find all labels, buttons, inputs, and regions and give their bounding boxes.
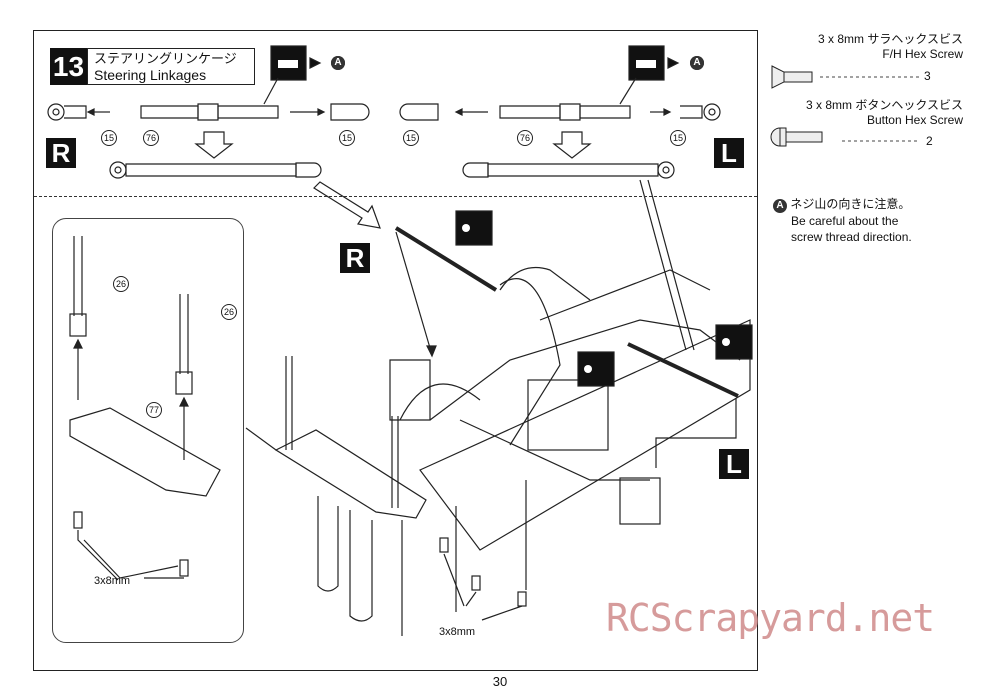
section-divider <box>34 196 757 197</box>
part-1-label-jp: 3 x 8mm サラヘックスビス <box>818 32 963 46</box>
inset-screw-label: 3x8mm <box>94 575 131 587</box>
callout-ball-end-r2: 15 <box>339 130 355 146</box>
thread-direction-note: A ネジ山の向きに注意。 Be careful about the screw … <box>773 196 973 245</box>
callout-turnbuckle-l: 76 <box>517 130 533 146</box>
callout-turnbuckle-r: 76 <box>143 130 159 146</box>
step-title: ステアリングリンケージ Steering Linkages <box>87 48 255 85</box>
step-title-jp: ステアリングリンケージ <box>94 51 237 66</box>
part-1-label-en: F/H Hex Screw <box>882 47 963 61</box>
side-badge-left-main: L <box>719 449 749 479</box>
manual-page-frame <box>33 30 758 671</box>
step-title-en: Steering Linkages <box>94 67 207 83</box>
note-a-marker-right: A <box>331 56 345 70</box>
callout-post-1: 26 <box>113 276 129 292</box>
page-number: 30 <box>492 674 508 689</box>
side-badge-right-main: R <box>340 243 370 273</box>
callout-bumper: 77 <box>146 402 162 418</box>
note-a-badge: A <box>773 199 787 213</box>
note-en-1: Be careful about the <box>791 214 899 228</box>
callout-ball-end-l2: 15 <box>670 130 686 146</box>
note-en-2: screw thread direction. <box>791 230 912 244</box>
part-2-label-jp: 3 x 8mm ボタンヘックスビス <box>806 98 963 112</box>
bumper-inset-panel <box>52 218 244 643</box>
note-a-marker-left: A <box>690 56 704 70</box>
callout-post-2: 26 <box>221 304 237 320</box>
note-jp: ネジ山の向きに注意。 <box>790 197 911 211</box>
part-2-label-en: Button Hex Screw <box>866 113 963 127</box>
watermark: RCScrapyard.net <box>606 596 935 640</box>
step-number: 13 <box>50 48 87 85</box>
pointing-hand-icon-right <box>270 45 322 81</box>
flat-head-hex-screw-icon <box>771 65 813 89</box>
side-badge-left: L <box>714 138 744 168</box>
side-badge-right: R <box>46 138 76 168</box>
part-1-qty: 3 <box>924 69 931 83</box>
callout-ball-end-l: 15 <box>403 130 419 146</box>
main-screw-label: 3x8mm <box>439 626 476 638</box>
button-head-hex-screw-icon <box>770 127 823 147</box>
pointing-hand-icon-left <box>628 45 680 81</box>
part-2-qty: 2 <box>926 134 933 148</box>
callout-ball-end-r: 15 <box>101 130 117 146</box>
